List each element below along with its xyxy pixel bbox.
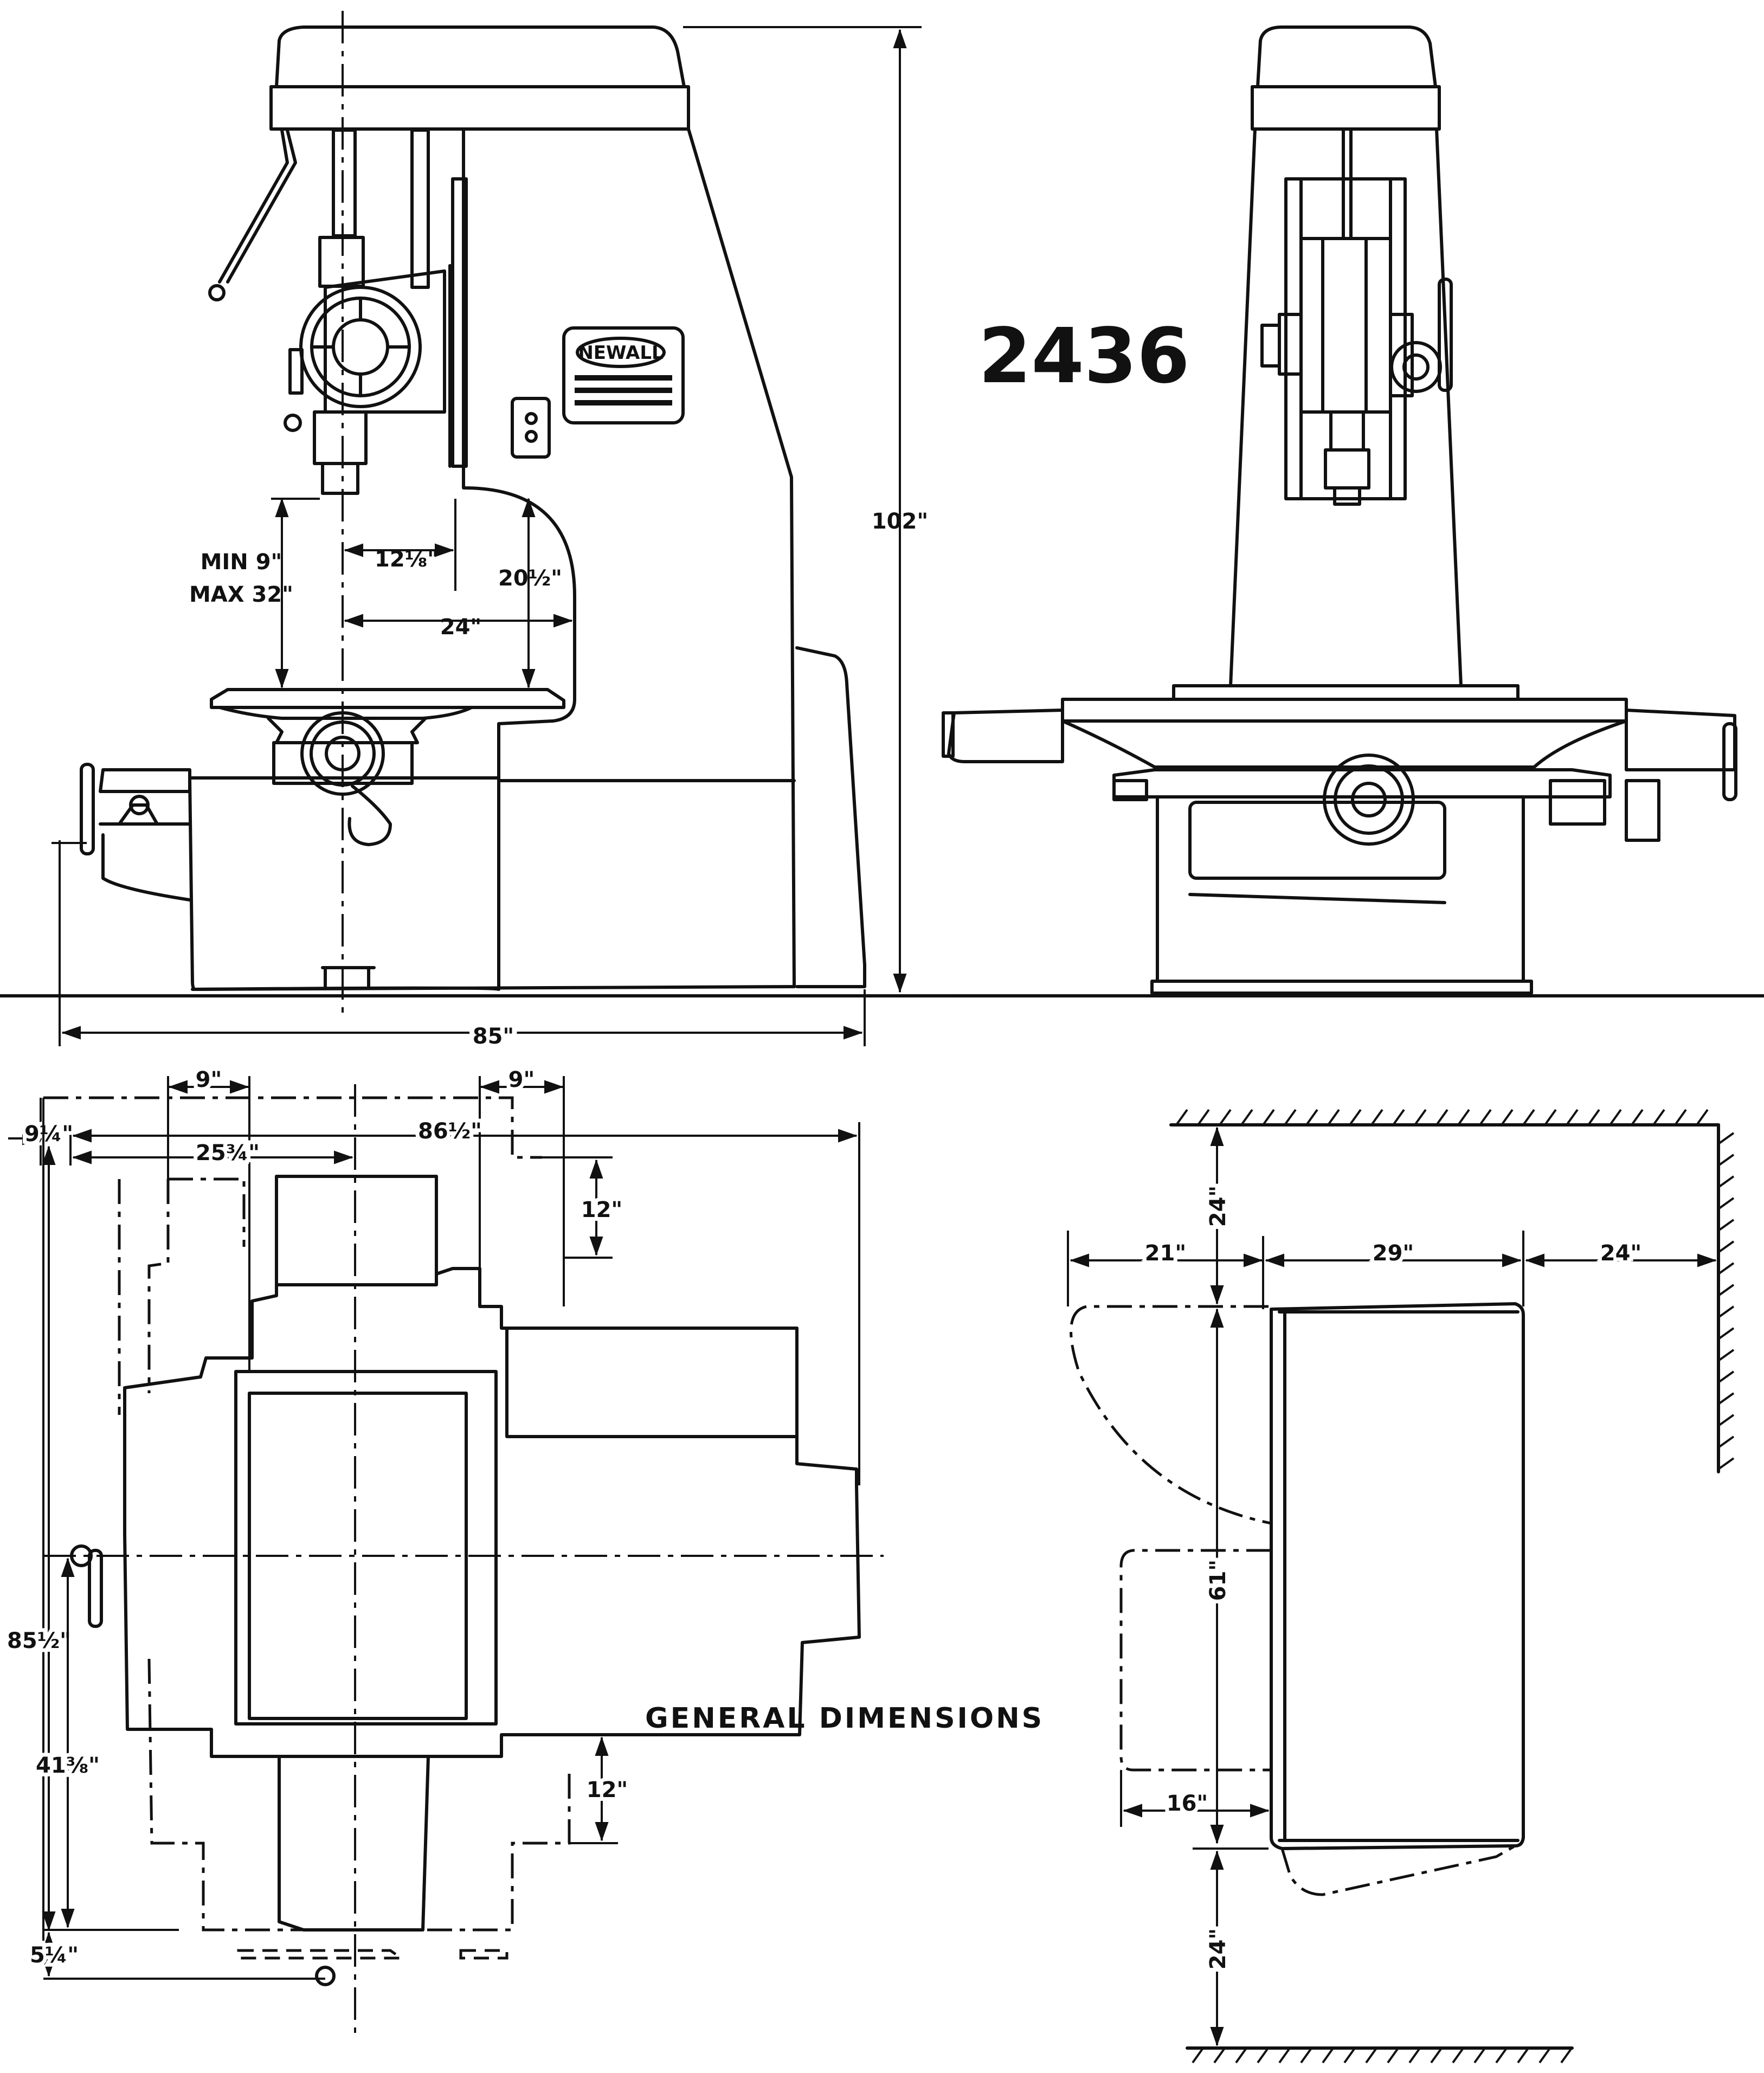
control-panel <box>511 397 551 459</box>
plan-lower-slide <box>278 1755 430 1932</box>
base-foot <box>321 966 376 988</box>
column-front-edge <box>462 128 796 782</box>
spindle-rod <box>332 128 357 237</box>
front-table-handle <box>1722 722 1737 801</box>
floor-plan-view: 21" 29" 24" 24" 61" 16" 24" <box>1067 1109 1735 2064</box>
model-number: 2436 <box>978 312 1190 401</box>
max-daylight-label: MAX 32" <box>189 582 293 607</box>
front-side-wheel-boss <box>1278 313 1303 376</box>
plan-base-outline <box>123 1175 861 1758</box>
dim-5-1-4-label: 5¼" <box>30 1943 79 1968</box>
dim-24-right-label: 24" <box>1600 1241 1642 1266</box>
saddle-bracket <box>347 784 392 846</box>
spindle-nose <box>321 462 359 495</box>
height-label: 102" <box>872 509 928 534</box>
machine-footprint <box>1270 1302 1525 1850</box>
plan-table-inner <box>248 1392 468 1720</box>
base-front <box>188 776 500 991</box>
dim-29-label: 29" <box>1373 1241 1414 1266</box>
front-spindle-nose <box>1324 448 1370 490</box>
front-handwheel <box>1323 754 1415 846</box>
quill-nose <box>313 410 368 465</box>
front-table-right-end <box>1625 709 1736 771</box>
dim-61-label: 61" <box>1206 1560 1231 1601</box>
length-label: 85" <box>473 1024 514 1049</box>
small-knob <box>284 414 302 432</box>
table-extension <box>99 768 191 793</box>
dim-25-3-4-label: 25¾" <box>196 1141 260 1166</box>
min-daylight-label: MIN 9" <box>201 550 282 575</box>
plan-table-outer <box>234 1370 498 1726</box>
work-table <box>210 688 565 709</box>
column-way <box>451 177 468 468</box>
front-table-top <box>1172 684 1520 701</box>
spindle-rod-2 <box>410 128 430 289</box>
plan-travel-envelope-left <box>147 1177 246 1393</box>
dim-24-bottom-label: 24" <box>1206 1928 1231 1970</box>
dim-20-1-2-label: 20½" <box>498 566 562 591</box>
table-handle <box>80 763 95 855</box>
dim-24-top-label: 24" <box>1206 1186 1231 1227</box>
side-elevation-view: NEWALL MIN 9" MAX 32" <box>0 11 956 1054</box>
bottom-swing <box>1280 1844 1516 1896</box>
dim-21-label: 21" <box>1145 1241 1187 1266</box>
dim-12-bottom-label: 12" <box>587 1778 628 1802</box>
front-column-sides <box>1229 127 1463 687</box>
plan-crank-handle <box>88 1549 103 1628</box>
brand-logo-text: NEWALL <box>578 342 663 364</box>
quill-lever-knob <box>208 284 226 301</box>
nameplate <box>562 326 685 424</box>
general-dimensions-title: GENERAL DIMENSIONS <box>645 1702 1044 1735</box>
column-back-edge <box>687 127 796 988</box>
dim-12-top-label: 12" <box>581 1198 623 1222</box>
front-base-foot <box>1150 980 1533 995</box>
front-side-knob <box>1260 324 1281 368</box>
front-table-left-end <box>947 709 1064 763</box>
dim-85-1-2-label: 85½" <box>7 1628 71 1653</box>
top-9-left-label: 9" <box>196 1067 222 1092</box>
plan-travel-envelope-top <box>43 1096 542 1159</box>
front-head <box>1299 237 1392 414</box>
front-head-band <box>1251 85 1441 131</box>
dim-86-1-2-label: 86½" <box>418 1119 482 1144</box>
front-elevation-view <box>942 25 1764 997</box>
motor-housing <box>795 646 866 988</box>
dim-12-1-8-label: 12⅛" <box>375 547 439 572</box>
head-housing <box>324 269 446 414</box>
brand-oval <box>576 337 666 368</box>
dim-16-label: 16" <box>1167 1791 1208 1816</box>
plan-column-head <box>275 1175 438 1286</box>
front-head-wheel <box>1390 341 1442 393</box>
head-lock-lever <box>288 348 304 395</box>
front-head-handle <box>1438 278 1453 392</box>
plan-motor <box>505 1327 799 1438</box>
left-9-1-4-label: 9¼" <box>24 1122 73 1147</box>
door-swing-arc <box>1070 1305 1272 1525</box>
quill-lever <box>226 128 297 284</box>
plan-bottom-crank <box>315 1966 336 1986</box>
front-base-panel <box>1188 801 1446 880</box>
column-head-band <box>269 85 690 131</box>
front-column-cap <box>1256 25 1437 88</box>
top-9-right-label: 9" <box>508 1067 535 1092</box>
column-cap <box>275 25 686 88</box>
head-handwheel-outer <box>299 286 422 408</box>
dim-41-3-8-label: 41⅜" <box>36 1753 100 1778</box>
plan-view: 9" 9" 9¼" 25¾" 86½" 12" 85½" 41⅜" 12" 5¼… <box>3 1064 884 2033</box>
front-table <box>1061 698 1628 723</box>
table-overhang <box>1119 1549 1271 1772</box>
front-base <box>1156 795 1525 983</box>
base-shelf <box>99 822 191 902</box>
dim-24-side-label: 24" <box>440 615 482 640</box>
plan-travel-envelope-bottom <box>147 1658 571 1932</box>
